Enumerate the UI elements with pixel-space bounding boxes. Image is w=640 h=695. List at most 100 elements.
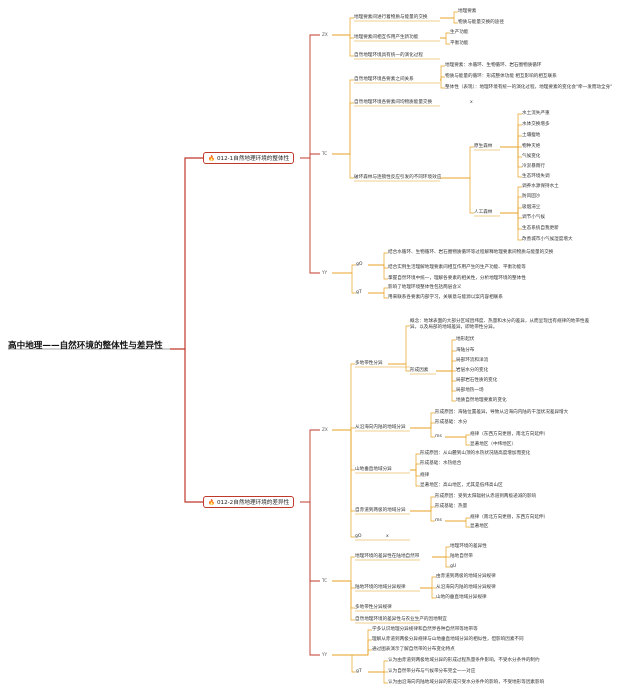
branch-connector: [332, 429, 355, 538]
practice-item[interactable]: 结合水循环、生物循环、岩石圈物质循环等过程解释地理要素间物质与能量的交换: [388, 250, 554, 255]
effect-item[interactable]: 生态系统自我更新: [522, 226, 559, 231]
collapsed-marker[interactable]: x: [470, 100, 473, 105]
relation-item[interactable]: 整体性（表现）：地理环境有统一的演化过程，地理要素的变化会"牵一发而动全身": [445, 85, 613, 90]
topic-item[interactable]: 自然地理环境各要素间均物质能量交换: [354, 100, 433, 105]
topic-item[interactable]: 山地垂直地域分异: [355, 467, 392, 472]
branch-connector: [440, 11, 458, 19]
branch-connector: [420, 576, 436, 589]
branch-connector: [440, 17, 458, 24]
factor-item[interactable]: 局部环流和洋流: [456, 358, 489, 363]
detail-item[interactable]: 规律: [420, 473, 430, 478]
effect-item[interactable]: 冷淤暴雨行: [522, 164, 545, 169]
detail-item[interactable]: 陆地自然带: [450, 554, 473, 559]
detail-item[interactable]: 形成原因：从山麓到山顶的水热状况随高度增加而变化: [420, 451, 531, 456]
topic-item[interactable]: 从沿海向内陆的地域分异: [355, 425, 406, 430]
effect-item[interactable]: 吸烟滞尘: [522, 205, 541, 210]
subgroup-tag[interactable]: gO: [356, 262, 363, 267]
branch-1-box[interactable]: 🔥012-1自然地理环境的整体性: [203, 152, 295, 164]
practice-item[interactable]: 理解从赤道到两极分异规律与山地垂直地域分异的相似性，但影响因素不同: [372, 637, 524, 642]
effect-item[interactable]: 调养水源保持水土: [522, 184, 559, 189]
practice-item[interactable]: 通过图表演示了解自然带的分布变化特点: [372, 647, 455, 652]
detail-item[interactable]: 形成原因：受到太阳辐射从赤道到两极递减的影响: [435, 494, 537, 499]
forest-type[interactable]: 原生森林: [474, 144, 493, 149]
topic-item[interactable]: gO: [355, 534, 362, 539]
practice-item[interactable]: 结合实例生活理解地理要素间相互作用产生的生产功能、平衡功能等: [388, 265, 526, 270]
topic-item[interactable]: 自然地理环境的差异性与农业生产的因地制宜: [355, 617, 447, 622]
topic-item[interactable]: 自然地理环境具有统一的演化过程: [354, 53, 423, 58]
effect-item[interactable]: 物种灭绝: [522, 144, 541, 149]
relation-item[interactable]: 地理要素：水循环、生物循环、岩石圈物质循环: [445, 63, 542, 68]
branch-connector: [332, 264, 356, 274]
topic-item[interactable]: 地理要素间相互作用产生新功能: [354, 35, 419, 40]
factor-item[interactable]: 局部地热一场: [456, 388, 484, 393]
subgroup-tag[interactable]: ms: [435, 518, 442, 523]
sub-item[interactable]: 生产功能: [450, 30, 469, 35]
effect-item[interactable]: 水土流失严重: [522, 111, 550, 116]
collapsed-marker[interactable]: x: [386, 534, 389, 539]
effect-item[interactable]: 调节小气候: [522, 215, 545, 220]
detail-item[interactable]: 规律（南北方向更替，东西方向延伸）: [470, 515, 549, 520]
topic-item[interactable]: 地理环境的差异性在陆地自然带: [355, 554, 420, 559]
effect-item[interactable]: 土壤瘦地: [522, 133, 541, 138]
sub-item[interactable]: 平衡功能: [450, 41, 469, 46]
topic-item[interactable]: 自赤道到两极的地域分异: [355, 508, 406, 513]
practice-item[interactable]: 学多认识地理分异规律和自然界各种自然带等地带等: [372, 627, 478, 632]
branch-connector: [440, 37, 450, 45]
root-topic[interactable]: 高中地理——自然环境的整体性与差异性: [8, 341, 163, 351]
detail-item[interactable]: 地理环境的差异性: [450, 544, 487, 549]
branch-2-box[interactable]: 🔥012-2自然地理环境的差异性: [203, 496, 295, 508]
practice-item[interactable]: 掌握自然环境中统一，理解各要素的相关性，分析地理环境的整体性: [388, 276, 526, 281]
subgroup-tag[interactable]: gT: [356, 290, 362, 295]
formation-label[interactable]: 形成因素: [410, 368, 429, 373]
effect-item[interactable]: 防风固沙: [522, 194, 541, 199]
topic-item[interactable]: 破坏森林与连锁性反应引发的不同环境效应: [354, 175, 442, 180]
effect-item[interactable]: 生态环境失调: [522, 174, 550, 179]
topic-item[interactable]: 地理要素间进行着物质与能量的交换: [354, 15, 428, 20]
branch-connector: [432, 546, 450, 558]
sub-item[interactable]: 物质与能量交换的途径: [458, 20, 504, 25]
factor-item[interactable]: 岩层水分的变化: [456, 368, 489, 373]
effect-item[interactable]: 水体交换增多: [522, 122, 550, 127]
effect-item[interactable]: 改善城市小气候湿度增大: [522, 237, 573, 242]
detail-item[interactable]: 形成原因：海陆位置差异，导致从沿海向内陆的干湿状况差异增大: [435, 410, 569, 415]
branch-connector: [500, 186, 522, 214]
forest-type[interactable]: 人工森林: [474, 210, 493, 215]
topic-item[interactable]: 多地带性分异: [355, 361, 383, 366]
detail-item[interactable]: gU: [450, 564, 457, 569]
detail-item[interactable]: 显著地区: [470, 524, 489, 529]
detail-item[interactable]: 规律（东西方向更替，南北方向延伸）: [470, 432, 549, 437]
group-tag: YY: [322, 270, 328, 275]
detail-item[interactable]: 山地的垂直地域分异规律: [436, 595, 487, 600]
concept-text[interactable]: 概念：地球表面的大部分区域因纬度、热量和水分的差异，从而呈现出有规律的地带性差异…: [410, 319, 590, 330]
topic-item[interactable]: 自然地理环境各要素之间关系: [354, 77, 414, 82]
practice-item[interactable]: 认为由赤道到两极地域分异的形成过程热量条件影响，不受水分条件的制约: [388, 658, 540, 663]
detail-item[interactable]: 显著地区（中纬地区）: [470, 442, 516, 447]
subgroup-tag[interactable]: gT: [356, 669, 362, 674]
effect-item[interactable]: 气候变化: [522, 154, 541, 159]
branch-connector: [500, 196, 522, 214]
detail-item[interactable]: 形成基础：水热组合: [420, 461, 462, 466]
factor-item[interactable]: 海陆分布: [456, 348, 475, 353]
factor-item[interactable]: 地形起伏: [456, 337, 475, 342]
detail-item[interactable]: 形成基础：热量: [435, 504, 468, 509]
group-tag: YY: [322, 652, 328, 657]
detail-item[interactable]: 显著地区：高山地区，尤其是低纬高山区: [420, 483, 503, 488]
sub-item[interactable]: 地理要素: [458, 9, 477, 14]
factor-item[interactable]: 地质自然地理要素的变化: [456, 398, 507, 403]
group-connector: [300, 157, 320, 274]
branch-connector: [440, 177, 474, 214]
topic-item[interactable]: 陆地环境的地域分异规律: [355, 585, 406, 590]
subgroup-tag[interactable]: ms: [435, 434, 442, 439]
practice-item[interactable]: 影响了地理环境整体性包括两层含义: [388, 285, 462, 290]
topic-item[interactable]: 多地带性分异规律: [355, 605, 392, 610]
practice-item[interactable]: 认为自然带分布与气候带分布完全一一对应: [388, 669, 476, 674]
factor-item[interactable]: 局部岩石性质的变化: [456, 378, 498, 383]
detail-item[interactable]: 由赤道到两极的地域分异规律: [436, 574, 496, 579]
relation-item[interactable]: 物质与能量的循环：形成整体功能 相互影响的相互联系: [445, 74, 557, 79]
practice-item[interactable]: 用来联系各要素内部学习，关联意与能源以案内容相联系: [388, 295, 503, 300]
practice-item[interactable]: 认为由沿海向内陆地域分异的形成只受水分条件的影响，不受地形等因素影响: [388, 680, 545, 685]
branch-connector: [332, 429, 355, 512]
branch-connector: [410, 422, 435, 429]
detail-item[interactable]: 从沿海向内陆的地域分异规律: [436, 585, 496, 590]
detail-item[interactable]: 形成基础：水分: [435, 420, 468, 425]
